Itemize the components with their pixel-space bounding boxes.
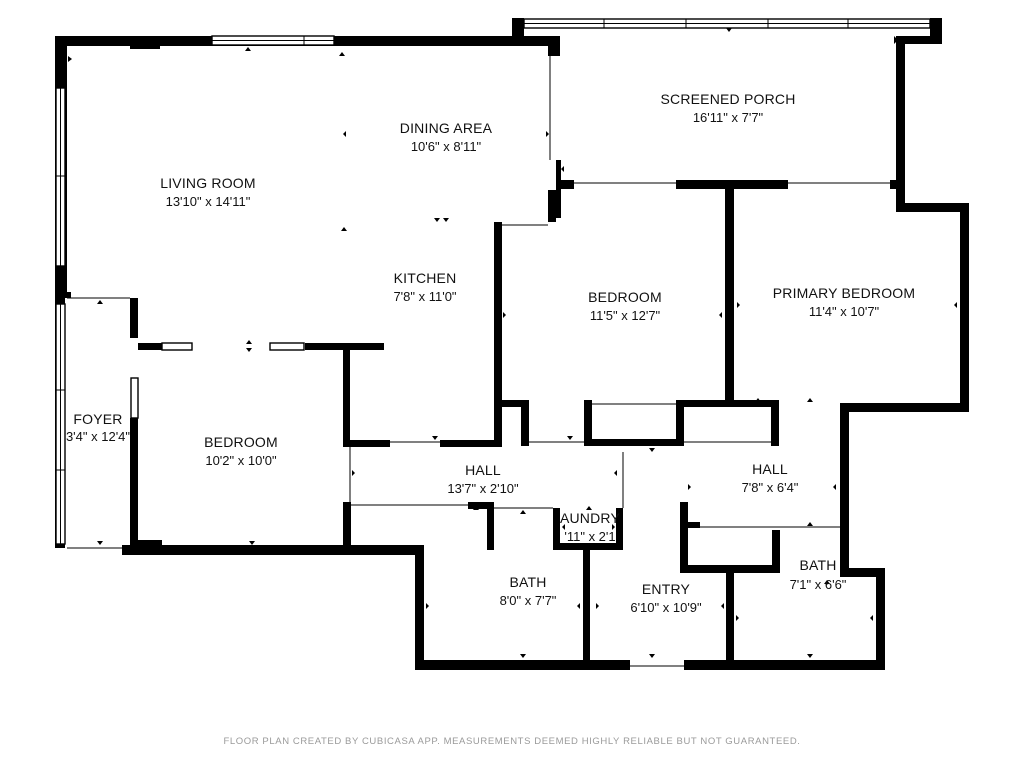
room-dim-hall-right: 7'8" x 6'4" [742, 480, 799, 495]
room-labels: LIVING ROOM 13'10" x 14'11" DINING AREA … [66, 91, 915, 615]
room-dim-bath-right: 7'1" x 6'6" [790, 577, 847, 592]
room-name-bedroom-center: BEDROOM [588, 289, 662, 305]
room-name-primary-bedroom: PRIMARY BEDROOM [773, 285, 916, 301]
room-dim-bath-left: 8'0" x 7'7" [500, 593, 557, 608]
room-dim-bedroom-left: 10'2" x 10'0" [205, 453, 277, 468]
interior-walls [55, 160, 905, 670]
room-name-hall-left: HALL [465, 462, 501, 478]
room-name-bedroom-left: BEDROOM [204, 434, 278, 450]
room-name-bath-right: BATH [799, 557, 836, 573]
room-dim-kitchen: 7'8" x 11'0" [393, 289, 456, 304]
room-dim-laundry: '11" x 2'1 [564, 529, 615, 544]
dimension-markers [68, 28, 957, 658]
room-name-living-room: LIVING ROOM [160, 175, 256, 191]
room-dim-foyer: 3'4" x 12'4" [66, 429, 130, 444]
room-name-laundry: AUNDRY [560, 510, 621, 526]
room-dim-hall-left: 13'7" x 2'10" [447, 481, 519, 496]
thin-lines [67, 46, 890, 667]
room-name-entry: ENTRY [642, 581, 691, 597]
windows [55, 18, 931, 545]
room-name-bath-left: BATH [509, 574, 546, 590]
room-dim-dining-area: 10'6" x 8'11" [411, 139, 482, 154]
room-dim-bedroom-center: 11'5" x 12'7" [590, 308, 661, 323]
room-name-kitchen: KITCHEN [394, 270, 457, 286]
room-dim-primary-bedroom: 11'4" x 10'7" [809, 304, 880, 319]
room-name-foyer: FOYER [73, 411, 122, 427]
room-dim-living-room: 13'10" x 14'11" [166, 194, 251, 209]
footer-disclaimer: FLOOR PLAN CREATED BY CUBICASA APP. MEAS… [223, 736, 801, 747]
room-name-screened-porch: SCREENED PORCH [660, 91, 795, 107]
room-name-hall-right: HALL [752, 461, 788, 477]
room-name-dining-area: DINING AREA [400, 120, 493, 136]
room-dim-screened-porch: 16'11" x 7'7" [693, 110, 764, 125]
room-dim-entry: 6'10" x 10'9" [630, 600, 702, 615]
